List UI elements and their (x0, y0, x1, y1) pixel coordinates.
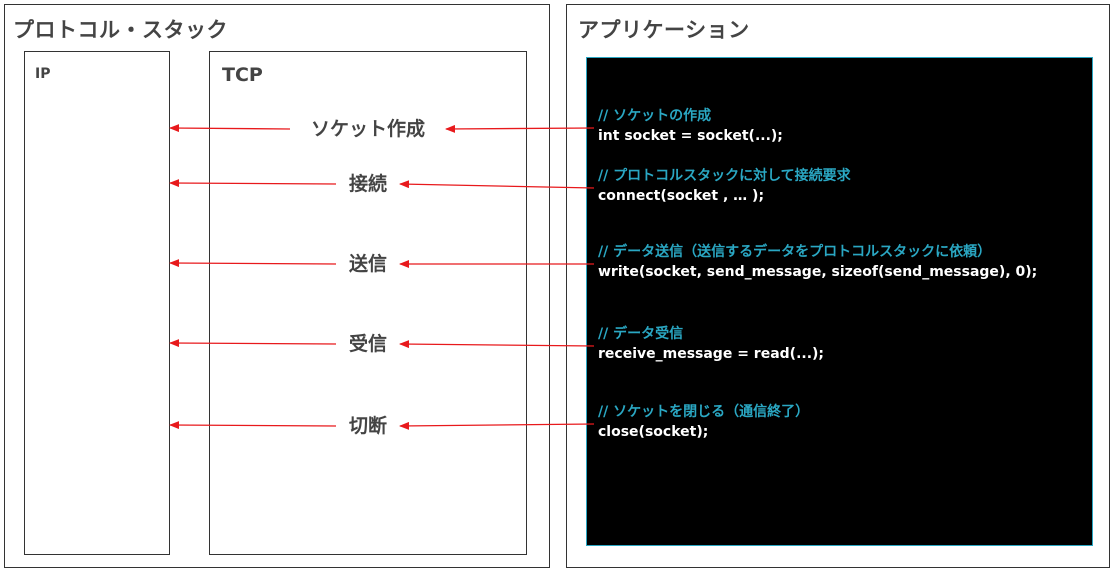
arrow-app-to-tcp (445, 124, 595, 133)
code-comment: // データ受信 (598, 326, 684, 342)
code-comment: // ソケットを閉じる（通信終了） (598, 404, 810, 420)
arrow-app-to-tcp (399, 421, 595, 430)
arrow-tcp-to-ip (169, 259, 337, 268)
arrow-tcp-to-ip (169, 124, 291, 133)
arrow-tcp-to-ip (169, 339, 337, 348)
ip-label: IP (35, 66, 51, 82)
code-comment: // ソケットの作成 (598, 108, 712, 124)
code-comment: // データ送信（送信するデータをプロトコルスタックに依頼） (598, 244, 992, 260)
protocol-stack-title: プロトコル・スタック (13, 18, 228, 42)
arrow-app-to-tcp (399, 340, 595, 349)
code-area (586, 57, 1093, 546)
ip-layer-box (24, 51, 170, 555)
code-line: close(socket); (598, 424, 709, 440)
tcp-label: TCP (222, 64, 263, 86)
tcp-layer-box (209, 51, 527, 555)
operation-label: ソケット作成 (310, 118, 425, 140)
code-line: write(socket, send_message, sizeof(send_… (598, 264, 1038, 280)
application-title: アプリケーション (578, 18, 750, 42)
operation-label: 送信 (348, 253, 387, 275)
operation-label: 受信 (348, 333, 387, 355)
arrow-tcp-to-ip (169, 421, 337, 430)
code-line: receive_message = read(...); (598, 346, 825, 362)
code-line: int socket = socket(...); (598, 128, 783, 144)
code-comment: // プロトコルスタックに対して接続要求 (598, 168, 851, 184)
operation-label: 切断 (348, 415, 387, 437)
arrow-tcp-to-ip (169, 179, 337, 188)
operation-label: 接続 (348, 173, 387, 195)
code-line: connect(socket , … ); (598, 188, 765, 204)
arrow-app-to-tcp (399, 180, 595, 189)
